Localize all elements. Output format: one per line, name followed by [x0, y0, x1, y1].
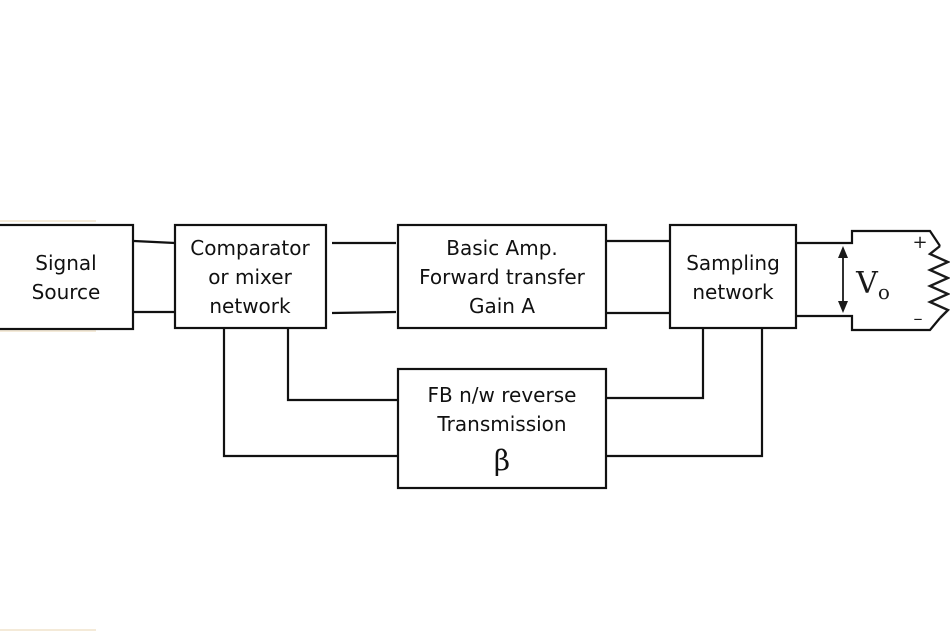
beta-symbol: β: [494, 444, 510, 477]
basic-amp-label-line-3: Gain A: [469, 294, 535, 318]
scan-edge-mark-bottom: [0, 629, 96, 631]
comparator-block: Comparator or mixer network: [173, 223, 328, 330]
sampling-network-block: Sampling network: [668, 223, 798, 330]
scan-edge-mark-top: [0, 220, 96, 222]
wire-comparator-amp-bottom: [331, 310, 397, 315]
basic-amp-label-line-2: Forward transfer: [419, 265, 586, 289]
wire-feedback-outer-left: [222, 328, 398, 458]
scan-edge-mark-mid: [0, 330, 96, 332]
comparator-label-line-2: or mixer: [208, 265, 292, 289]
output-top-lead: [832, 229, 941, 247]
output-bottom-lead: [832, 314, 941, 332]
wire-feedback-inner-right: [606, 328, 705, 400]
signal-source-block: Signal Source: [0, 223, 135, 331]
sampling-label-line-2: network: [692, 280, 774, 304]
load-resistor-icon: [927, 245, 950, 319]
signal-source-label-line-2: Source: [32, 280, 101, 304]
sampling-label-line-1: Sampling: [686, 251, 780, 275]
comparator-label-line-3: network: [209, 294, 291, 318]
basic-amp-block: Basic Amp. Forward transfer Gain A: [396, 223, 608, 330]
comparator-label-line-1: Comparator: [190, 236, 310, 260]
feedback-network-block: FB n/w reverse Transmission β: [396, 367, 608, 490]
output-load: Vo + –: [832, 229, 950, 332]
basic-amp-label-line-1: Basic Amp.: [446, 236, 558, 260]
wire-source-comparator-top: [133, 239, 176, 245]
plus-sign: +: [912, 232, 927, 253]
voltage-arrow-down-icon: [838, 301, 848, 313]
minus-sign: –: [914, 308, 923, 329]
signal-source-label-line-1: Signal: [35, 251, 96, 275]
output-voltage-label: Vo: [855, 266, 890, 304]
feedback-label-line-1: FB n/w reverse: [428, 383, 577, 407]
voltage-arrow-up-icon: [838, 246, 848, 258]
feedback-label-line-2: Transmission: [436, 412, 566, 436]
wire-feedback-inner-left: [286, 328, 398, 402]
wire-feedback-outer-right: [606, 328, 764, 458]
